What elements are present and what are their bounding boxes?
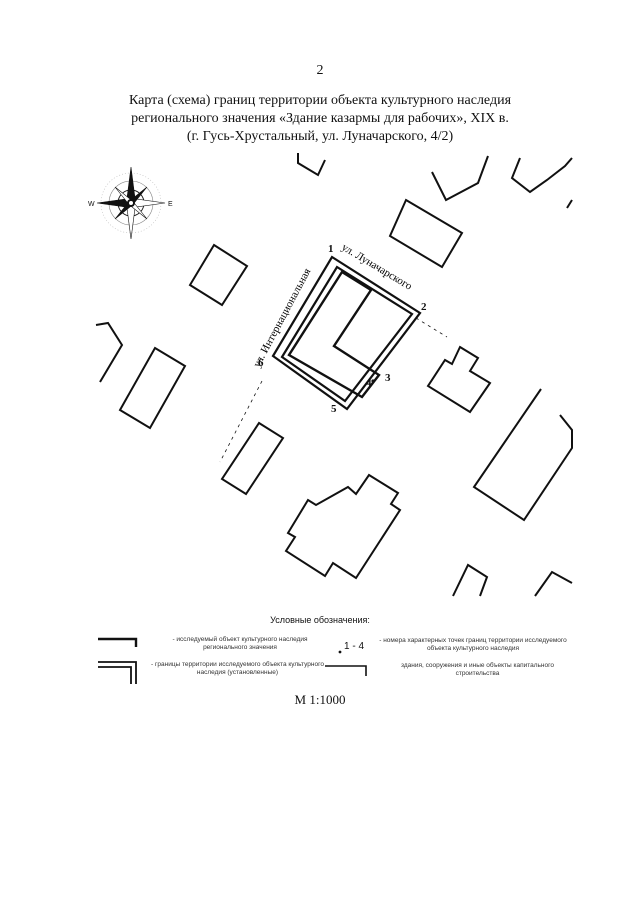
legend-heritage-label: - исследуемый объект культурного наследи… — [172, 636, 308, 651]
legend-heading: Условные обозначения: — [270, 615, 370, 625]
building-top-right-b — [510, 157, 573, 194]
point-label-5: 5 — [331, 403, 337, 415]
building-bottom-center — [452, 563, 489, 597]
building-right-house — [426, 345, 492, 414]
point-marker-4 — [371, 379, 375, 383]
street-label-internatsionalnaya: ул. Интернациональная — [251, 266, 313, 369]
building-left-edge — [95, 321, 124, 383]
page-number: 2 — [316, 63, 324, 78]
legend-symbols — [98, 637, 367, 684]
building-top-right-edge — [566, 199, 573, 209]
compass-west-label: W — [88, 201, 95, 208]
surrounding-buildings — [95, 153, 573, 597]
legend-point-dot — [338, 650, 342, 654]
map-title: Карта (схема) границ территории объекта … — [60, 92, 580, 146]
legend-building-symbol — [325, 665, 367, 676]
street-axis-lines — [219, 317, 448, 463]
point-label-6: 6 — [258, 357, 264, 369]
point-label-1: 1 — [328, 243, 334, 255]
building-top-right-a — [431, 155, 489, 202]
building-left-long — [118, 346, 187, 430]
compass-rose: W E — [88, 166, 173, 240]
building-large-lower — [284, 473, 402, 580]
axis-line-southwest — [219, 380, 263, 463]
legend-point-numbers-label: - номера характерных точек границ террит… — [379, 637, 567, 652]
title-line-1: Карта (схема) границ территории объекта … — [128, 93, 512, 108]
building-top-center — [297, 153, 326, 177]
map-scale: М 1:1000 — [294, 692, 346, 707]
point-label-2: 2 — [421, 301, 427, 313]
boundary-point-markers — [371, 379, 375, 383]
territory-inner-boundary — [280, 265, 414, 403]
heritage-object — [287, 270, 381, 399]
territory-outer-boundary — [271, 255, 422, 411]
building-bottom-right — [534, 570, 573, 597]
legend-boundary-label: - границы территории исследуемого объект… — [151, 661, 324, 676]
legend-heritage-symbol — [98, 637, 138, 647]
legend-point-numbers-symbol: 1 - 4 — [344, 641, 365, 652]
title-line-2: регионального значения «Здание казармы д… — [131, 111, 509, 126]
territory-boundary — [271, 255, 422, 411]
building-right-upper — [388, 198, 464, 269]
building-left-square — [188, 243, 249, 307]
building-large-right — [472, 388, 573, 522]
axis-line-east — [415, 317, 448, 338]
point-label-3: 3 — [385, 372, 391, 384]
building-lower-left — [220, 421, 285, 496]
legend-buildings-label: здания, сооружения и иные объекты капита… — [401, 662, 554, 677]
point-label-4: 4 — [366, 377, 372, 389]
compass-east-label: E — [168, 201, 173, 208]
boundary-point-labels: 1 2 3 4 5 6 — [258, 243, 427, 415]
title-line-3: (г. Гусь-Хрустальный, ул. Луначарского, … — [186, 129, 454, 144]
legend-boundary-symbol — [98, 661, 137, 684]
